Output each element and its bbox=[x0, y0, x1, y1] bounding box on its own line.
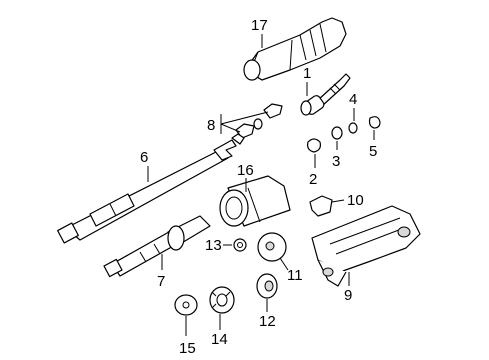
part-13-washer bbox=[233, 238, 247, 252]
callout-16: 16 bbox=[237, 162, 254, 179]
part-2-bushing bbox=[307, 138, 321, 153]
part-12-bearing bbox=[256, 273, 278, 299]
callout-2: 2 bbox=[309, 171, 317, 188]
part-11-gear bbox=[257, 232, 287, 262]
part-16-housing bbox=[219, 175, 291, 227]
part-6-column-tube bbox=[57, 139, 237, 244]
part-5-clip bbox=[368, 116, 381, 129]
part-7-lower-shaft bbox=[103, 215, 211, 278]
part-3-washer bbox=[331, 126, 343, 140]
callout-11: 11 bbox=[287, 267, 303, 284]
callout-5: 5 bbox=[369, 143, 377, 160]
part-14-retainer bbox=[209, 286, 235, 314]
callout-13: 13 bbox=[205, 237, 222, 254]
callout-10: 10 bbox=[347, 192, 364, 209]
part-4-ring bbox=[348, 122, 358, 134]
callout-12: 12 bbox=[259, 313, 276, 330]
part-8-fittings bbox=[231, 103, 283, 145]
leader-8 bbox=[220, 111, 269, 133]
callout-4: 4 bbox=[349, 91, 357, 108]
callout-14: 14 bbox=[211, 331, 228, 348]
callout-7: 7 bbox=[157, 273, 165, 290]
callout-1: 1 bbox=[303, 65, 311, 82]
part-10-bracket bbox=[309, 195, 333, 217]
callout-9: 9 bbox=[344, 287, 352, 304]
callout-15: 15 bbox=[179, 340, 196, 357]
callout-3: 3 bbox=[332, 153, 340, 170]
leader-10 bbox=[331, 199, 345, 203]
part-9-mounting-bracket bbox=[311, 205, 421, 287]
callout-6: 6 bbox=[140, 149, 148, 166]
callout-8: 8 bbox=[207, 117, 215, 134]
callout-17: 17 bbox=[251, 17, 268, 34]
part-15-washer bbox=[174, 294, 198, 316]
part-1-upper-shaft bbox=[300, 73, 351, 116]
part-17-shroud bbox=[243, 17, 347, 81]
leader-11 bbox=[279, 257, 289, 271]
